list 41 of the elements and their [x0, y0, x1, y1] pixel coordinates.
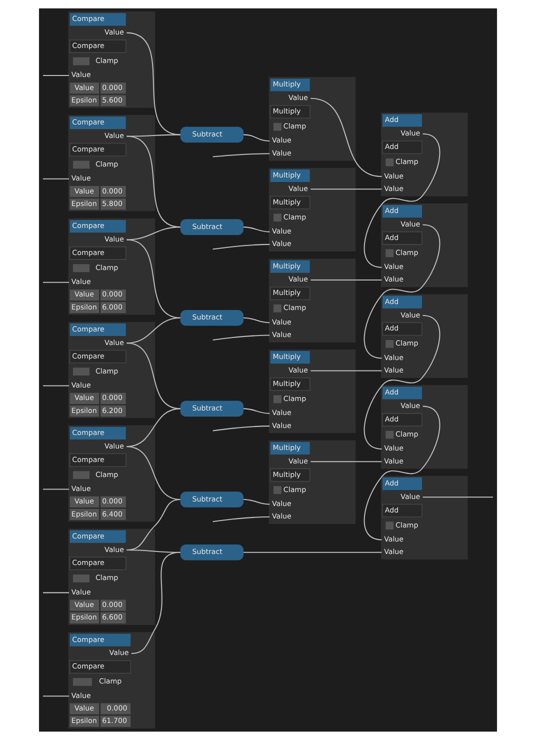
connector: [212, 153, 270, 158]
node-box: Subtract: [180, 310, 244, 326]
connector: [310, 98, 382, 178]
node-box: Subtract: [180, 544, 244, 560]
connector: [212, 426, 270, 432]
connector: [310, 370, 382, 372]
connector: [212, 244, 270, 250]
connector: [126, 317, 180, 344]
connector: [243, 317, 270, 324]
connector: [42, 488, 68, 490]
connector: [363, 315, 440, 450]
connector: [243, 408, 270, 414]
connector: [42, 178, 68, 180]
node-box: Subtract: [180, 492, 244, 508]
connector: [243, 499, 270, 505]
connector: [212, 334, 270, 340]
connector: [42, 282, 68, 283]
connector: [363, 406, 440, 540]
connector: [363, 224, 440, 359]
connector: [310, 279, 382, 280]
node-box: Subtract: [180, 126, 244, 143]
connector: [126, 239, 180, 318]
connector: [363, 133, 440, 268]
node-box: Subtract: [180, 400, 244, 417]
connector: [42, 592, 68, 594]
connector: [130, 552, 180, 654]
connector: [422, 496, 492, 498]
connector: [126, 342, 180, 410]
connector: [42, 74, 68, 76]
connector: [42, 385, 68, 386]
connector: [42, 696, 68, 697]
connector: [310, 188, 382, 190]
connector: [243, 552, 382, 553]
connector: [243, 226, 270, 232]
connector: [310, 461, 382, 462]
connector: [212, 516, 270, 522]
node-box: Subtract: [180, 219, 244, 235]
connector: [126, 446, 180, 500]
connector: [243, 134, 270, 142]
connector: [126, 226, 180, 240]
connector: [126, 134, 180, 137]
